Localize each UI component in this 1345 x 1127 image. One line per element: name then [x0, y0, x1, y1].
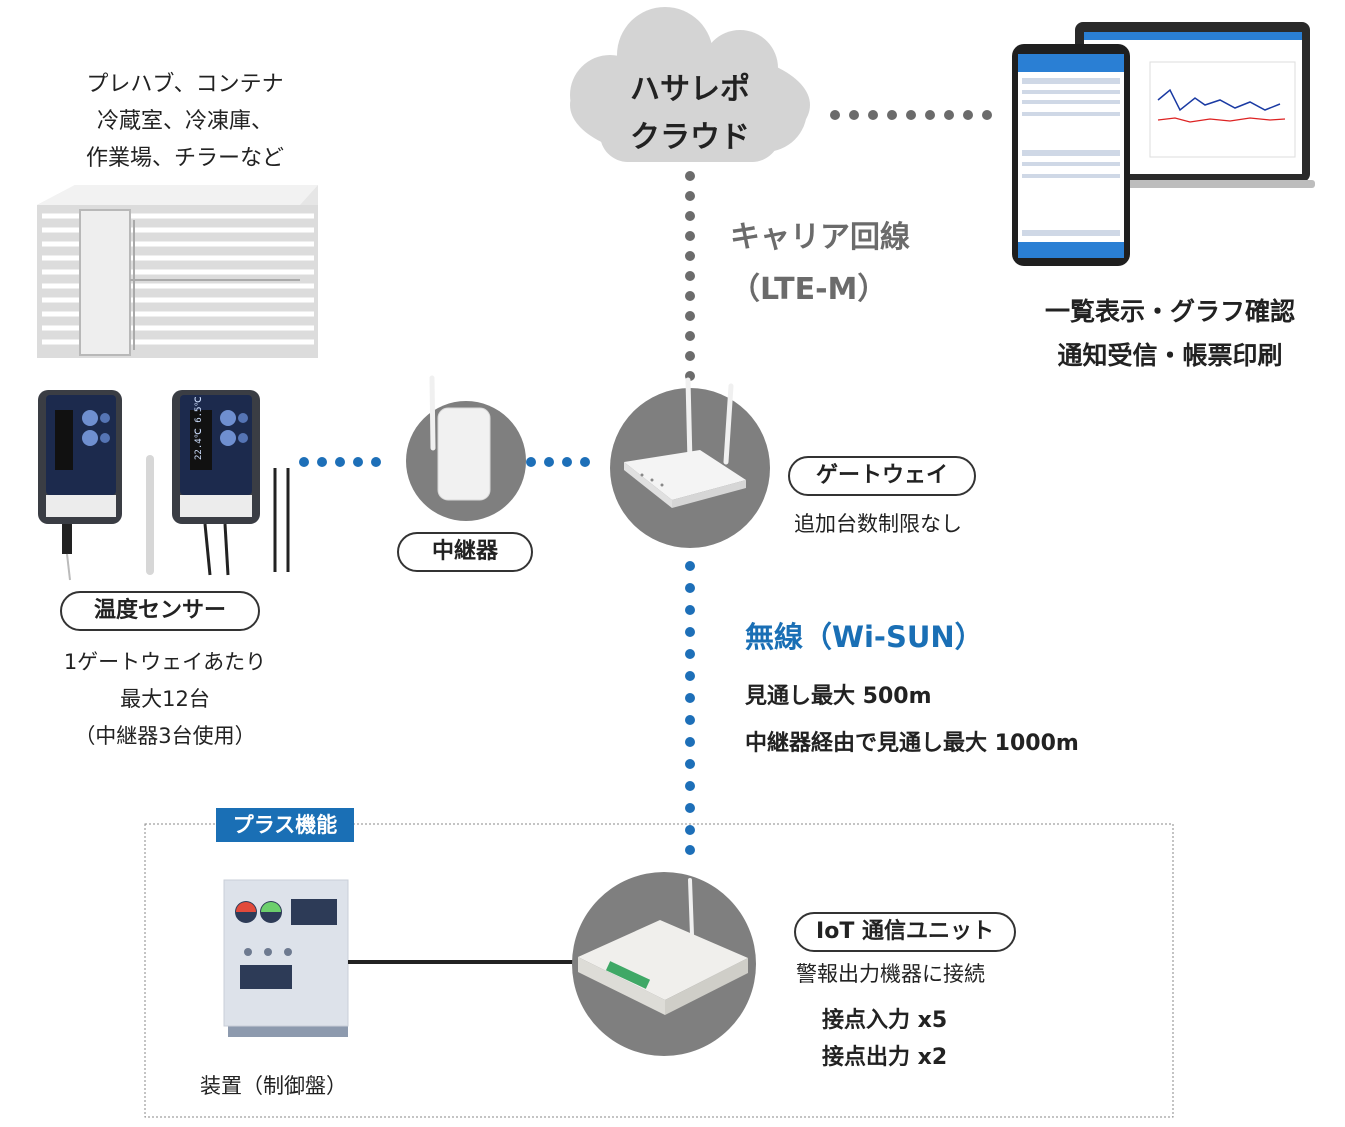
carrier-label: キャリア回線 （LTE-M） [730, 212, 910, 316]
sensor-device-icon [38, 390, 154, 581]
location-line3: 作業場、チラーなど [85, 146, 284, 171]
wireless-title: 無線（Wi-SUN） [745, 620, 984, 654]
repeater-device-icon [429, 375, 491, 501]
gateway-note: 追加台数制限なし [794, 512, 962, 536]
iot-label: IoT 通信ユニット [794, 912, 1016, 952]
plus-function-badge: プラス機能 [216, 808, 354, 842]
sensor-label: 温度センサー [60, 591, 260, 631]
control-panel-icon [223, 879, 349, 1037]
iot-input: 接点入力 x5 [822, 1008, 948, 1033]
viewer-line2: 通知受信・帳票印刷 [1057, 341, 1283, 370]
cloud-label: ハサレポ クラウド [610, 66, 770, 162]
sensor-to-repeater-connector [299, 457, 381, 467]
tablet-icon [1012, 44, 1130, 266]
plus-function-frame [144, 823, 1174, 1118]
location-line1: プレハブ、コンテナ [86, 72, 284, 97]
location-list: プレハブ、コンテナ 冷蔵室、冷凍庫、 作業場、チラーなど [40, 66, 330, 177]
sensor-capacity: 1ゲートウェイあたり 最大12台 （中継器3台使用） [20, 644, 310, 755]
carrier-label-line2: （LTE-M） [730, 272, 888, 307]
building-icon [37, 185, 318, 358]
viewer-line1: 一覧表示・グラフ確認 [1044, 297, 1295, 326]
cloud-icon [570, 7, 810, 162]
wireless-range-repeater: 中継器経由で見通し最大 1000m [745, 731, 1079, 756]
cloud-to-viewer-connector [830, 110, 992, 120]
viewer-features: 一覧表示・グラフ確認 通知受信・帳票印刷 [1020, 290, 1320, 378]
sensor-capacity-line1: 1ゲートウェイあたり [63, 650, 267, 674]
iot-unit-icon [578, 878, 748, 1015]
svg-text:22.4℃ 6.5℃: 22.4℃ 6.5℃ [194, 396, 204, 460]
location-line2: 冷蔵室、冷凍庫、 [96, 109, 273, 134]
repeater-to-gateway-connector [526, 457, 590, 467]
wireless-range: 見通し最大 500m [745, 684, 932, 709]
sensor-device-icon: 22.4℃ 6.5℃ [172, 390, 290, 576]
repeater-label: 中継器 [397, 532, 533, 572]
gateway-device-icon [624, 377, 746, 508]
cloud-to-gateway-connector [685, 171, 695, 381]
sensor-capacity-line2: 最大12台 [120, 687, 210, 711]
device-label: 装置（制御盤） [200, 1074, 347, 1098]
cloud-label-line1: ハサレポ [630, 72, 750, 107]
iot-note: 警報出力機器に接続 [796, 962, 985, 986]
sensor-capacity-line3: （中継器3台使用） [74, 724, 256, 748]
iot-output: 接点出力 x2 [822, 1045, 948, 1070]
carrier-label-line1: キャリア回線 [730, 220, 910, 255]
gateway-label: ゲートウェイ [788, 456, 976, 496]
gateway-to-iot-connector [685, 561, 695, 855]
cloud-label-line2: クラウド [630, 120, 750, 155]
